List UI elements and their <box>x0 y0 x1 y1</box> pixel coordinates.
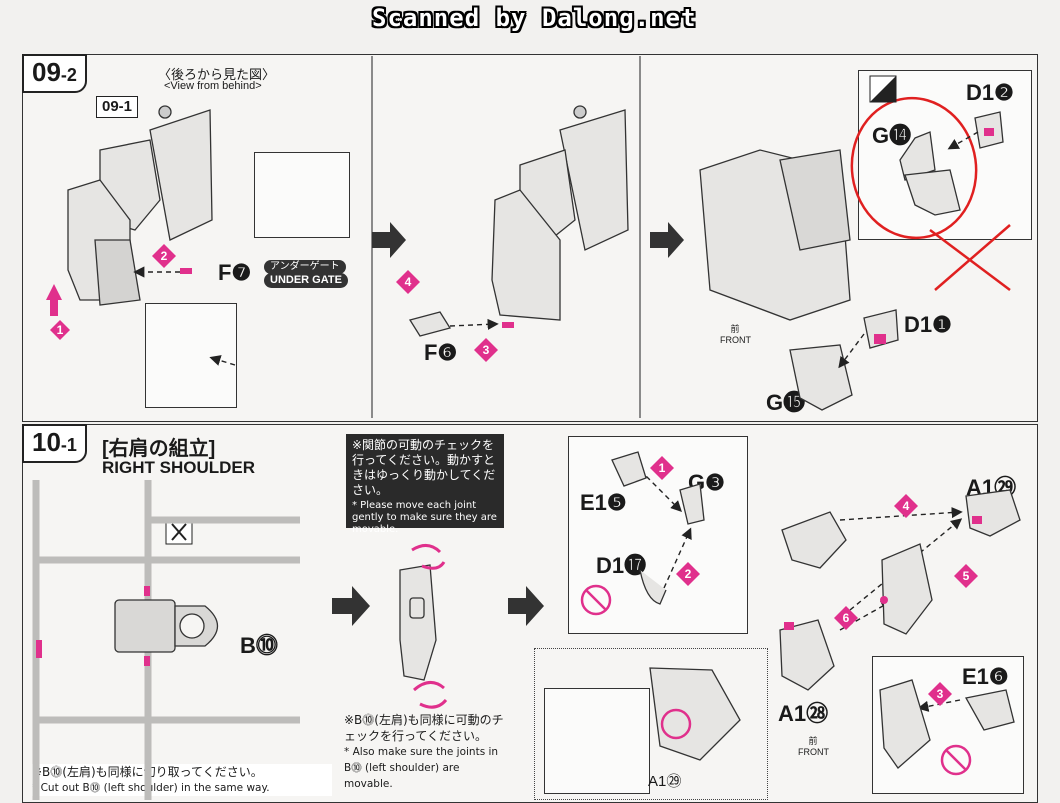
part-label-g3: G❸ <box>688 470 725 495</box>
note-mid-jp: ※B⓾(左肩)も同様に可動のチェックを行ってください。 <box>344 713 504 743</box>
reference-step-box: 09-1 <box>96 96 139 118</box>
note-left-en: * Cut out B⓾ (left shoulder) in the same… <box>32 782 270 794</box>
section-title-jp: [右肩の組立] <box>102 438 216 460</box>
part-label-f7: F❼ <box>218 260 252 285</box>
zoom-detail-frame <box>254 152 350 238</box>
zoom-detail-frame-lower <box>145 303 237 408</box>
part-label-a1-29-small: A1㉙ <box>648 773 682 790</box>
front-en: FRONT <box>798 747 829 757</box>
section-title-en: RIGHT SHOULDER <box>102 458 255 477</box>
part-label-e1-6: E1❻ <box>962 664 1009 689</box>
step-sub: -1 <box>60 435 77 455</box>
part-label-g15: G⓯ <box>766 390 806 415</box>
part-label-g14: G⓮ <box>872 123 912 148</box>
note-left-jp: ※B⓾(左肩)も同様に切り取ってください。 <box>32 765 263 779</box>
joint-check-notice: ※関節の可動のチェックを行ってください。動かすときはゆっくり動かしてください。 … <box>346 434 504 535</box>
step-sub: -2 <box>60 65 77 85</box>
front-indicator-bottom: 前 FRONT <box>798 734 829 757</box>
part-label-d1-17: D1⓱ <box>596 553 647 578</box>
step-number: 10 <box>32 427 61 457</box>
part-label-a1-28: A1㉘ <box>778 701 829 726</box>
step-number-09-2: 09-2 <box>22 54 87 93</box>
part-label-d1-2: D1❷ <box>966 80 1014 105</box>
part-label-b10: B⓾ <box>240 633 278 658</box>
front-en: FRONT <box>720 335 751 345</box>
notice-jp: ※関節の可動のチェックを行ってください。動かすときはゆっくり動かしてください。 <box>352 438 496 497</box>
note-left-shoulder-check: ※B⓾(左肩)も同様に可動のチェックを行ってください。 * Also make … <box>344 712 504 792</box>
connection-detail-frame <box>534 648 768 800</box>
part-label-f6: F❻ <box>424 340 458 365</box>
step-number-10-1: 10-1 <box>22 424 87 463</box>
sub-assembly-frame <box>568 436 748 634</box>
front-indicator-top: 前 FRONT <box>720 322 751 345</box>
under-gate-jp-badge: アンダーゲート <box>264 260 346 274</box>
watermark: Scanned by Dalong.net <box>372 4 697 32</box>
front-jp: 前 <box>730 324 740 334</box>
connection-zoom-frame <box>544 688 650 794</box>
view-from-behind-en: <View from behind> <box>164 80 262 92</box>
view-from-behind-jp: 〈後ろから見た図〉 <box>158 67 276 82</box>
front-jp: 前 <box>808 736 818 746</box>
part-label-a1-29: A1㉙ <box>966 475 1017 500</box>
under-gate-en-badge: UNDER GATE <box>264 273 348 288</box>
note-mid-en: * Also make sure the joints in B⓾ (left … <box>344 746 499 790</box>
notice-en: * Please move each joint gently to make … <box>352 500 497 535</box>
part-label-d1-1: D1❶ <box>904 312 952 337</box>
note-left-shoulder-cut: ※B⓾(左肩)も同様に切り取ってください。 * Cut out B⓾ (left… <box>32 764 332 796</box>
part-label-e1-5: E1❺ <box>580 490 627 515</box>
step-number: 09 <box>32 57 61 87</box>
